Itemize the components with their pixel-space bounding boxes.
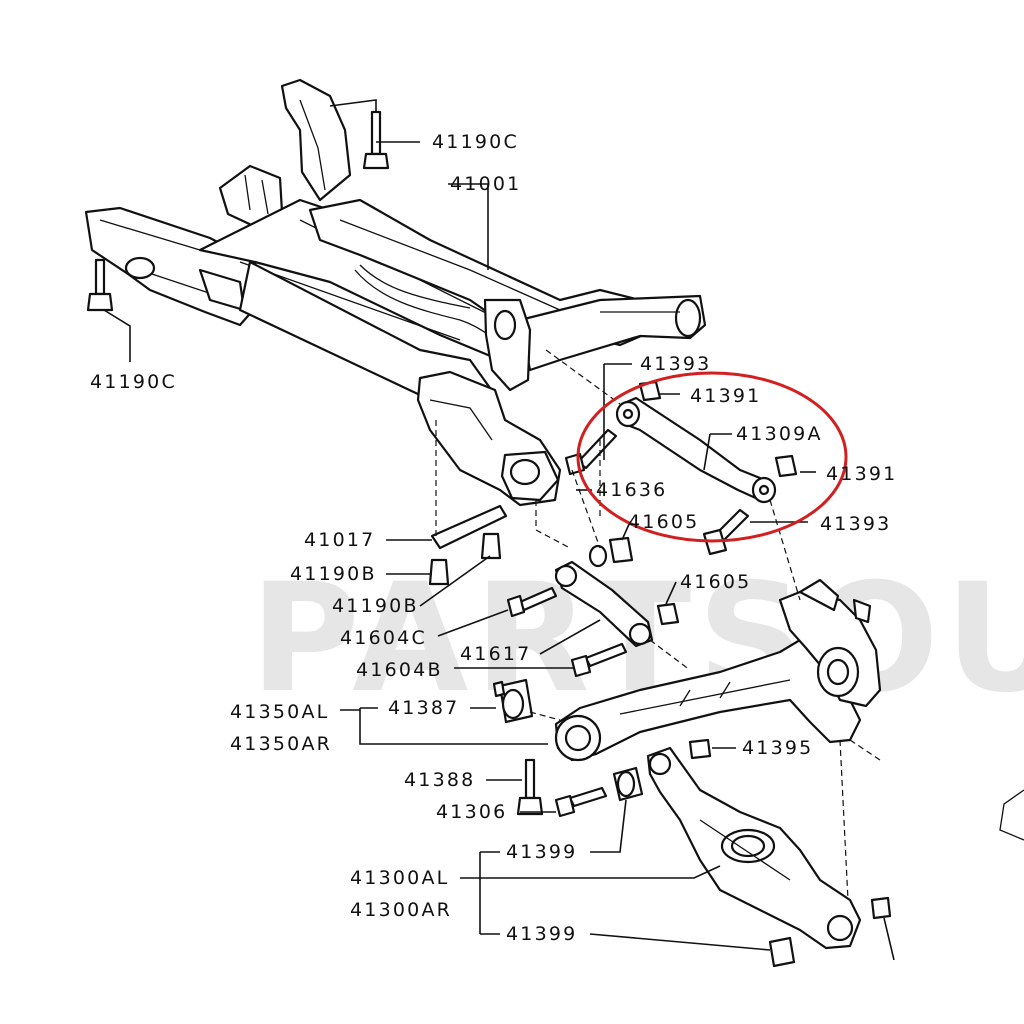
bolt-41190c-left (86, 258, 114, 312)
nut-41391-right (774, 454, 798, 478)
bracket-41017 (430, 504, 508, 550)
bolt-41604b (570, 642, 628, 678)
label-41604b: 41604B (356, 659, 443, 681)
bushing-41387 (492, 678, 534, 724)
part-labels: 41190C 41001 41190C 41393 41391 41309A 4… (90, 131, 897, 945)
upper-arm-41309a (615, 396, 777, 504)
label-41399-bottom: 41399 (506, 923, 577, 945)
bolt-41388 (516, 758, 544, 816)
label-41388: 41388 (404, 769, 475, 791)
spacer-41636 (588, 544, 608, 568)
label-41617: 41617 (460, 643, 531, 665)
label-41391-right: 41391 (826, 463, 897, 485)
bolt-41604c (506, 586, 558, 618)
label-41017: 41017 (304, 529, 375, 551)
label-41190b-1: 41190B (290, 563, 377, 585)
bushing-41399-bottom (768, 936, 796, 968)
label-41393-top: 41393 (640, 353, 711, 375)
assembly-lines (435, 349, 881, 901)
bolt-41190c-top (362, 110, 390, 170)
bolt-41393-top (564, 428, 618, 476)
label-41605-top: 41605 (628, 511, 699, 533)
label-41309a: 41309A (736, 423, 823, 445)
label-41190c-top: 41190C (432, 131, 519, 153)
label-41395: 41395 (742, 737, 813, 759)
label-41636: 41636 (596, 479, 667, 501)
label-41190b-2: 41190B (332, 595, 419, 617)
link-41617 (554, 560, 654, 648)
bolt-41306 (554, 786, 608, 818)
bolt-41393-right (702, 508, 750, 556)
label-41605-mid: 41605 (680, 571, 751, 593)
bolt-41190b-1 (428, 558, 450, 586)
bolt-41190b-2 (480, 532, 502, 560)
label-41604c: 41604C (340, 627, 427, 649)
knuckle (778, 578, 882, 708)
nut-41605-mid (656, 602, 680, 626)
label-41350al: 41350AL (230, 701, 329, 723)
nut-lower-right (870, 896, 892, 920)
trailing-arm-41350 (554, 638, 862, 762)
corner-fragment (999, 789, 1024, 841)
label-41350ar: 41350AR (230, 733, 332, 755)
label-41306: 41306 (436, 801, 507, 823)
subframe-41001 (84, 78, 707, 507)
label-41387: 41387 (388, 697, 459, 719)
nut-41395 (688, 738, 712, 760)
leader-lines (103, 99, 895, 961)
label-41190c-left: 41190C (90, 371, 177, 393)
label-41300al: 41300AL (350, 867, 449, 889)
label-41393-right: 41393 (820, 513, 891, 535)
label-41391-top: 41391 (690, 385, 761, 407)
lower-arm-41300 (646, 746, 862, 950)
label-41001: 41001 (450, 173, 521, 195)
bushing-41399-top (612, 766, 644, 802)
highlight-circle (576, 371, 848, 543)
nut-41605-top (608, 536, 634, 564)
label-41399-top: 41399 (506, 841, 577, 863)
label-41300ar: 41300AR (350, 899, 452, 921)
